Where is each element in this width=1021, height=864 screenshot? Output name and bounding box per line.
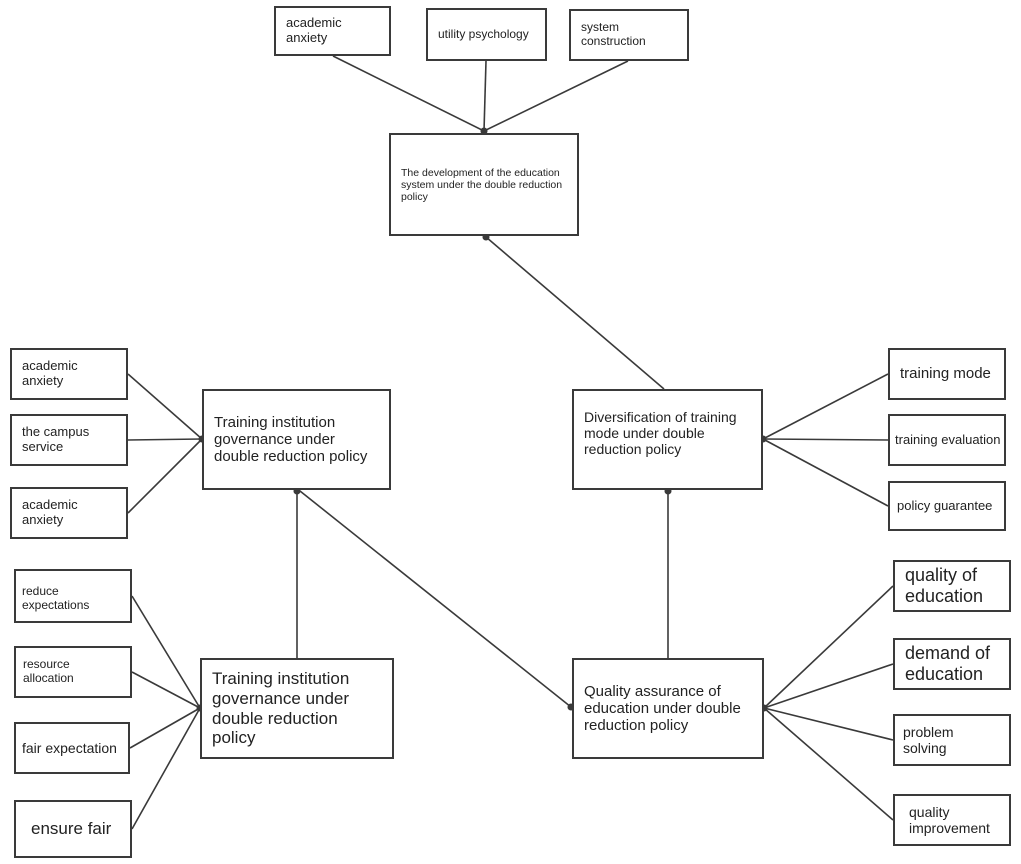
node-education-system-development: The development of the education system … [389, 133, 579, 236]
topic-training-evaluation: training evaluation [888, 414, 1006, 466]
topic-label: ensure fair [31, 819, 112, 839]
node-training-institution-governance-lower: Training institution governance under do… [200, 658, 394, 759]
node-quality-assurance-of-education: Quality assurance of education under dou… [572, 658, 764, 759]
link-system-construction-to-development [480, 60, 629, 135]
link-demand-of-education-to-quality-assurance [763, 663, 894, 709]
topic-label: training mode [900, 365, 991, 383]
topic-label: academic anxiety [286, 15, 342, 45]
topic-resource-allocation: resource allocation [14, 646, 132, 698]
topic-quality-of-education: quality of education [893, 560, 1011, 612]
link-academic-anxiety-to-development [332, 55, 485, 132]
node-diversification-of-training-mode: Diversification of training mode under d… [572, 389, 763, 490]
node-label: Training institution governance under do… [214, 413, 368, 466]
topic-system-construction: system construction [569, 9, 689, 61]
link-governance-1-to-quality-assurance [299, 490, 575, 711]
topic-utility-psychology: utility psychology [426, 8, 547, 61]
topic-academic-anxiety-top: academic anxiety [274, 6, 391, 56]
link-diversification-to-development [482, 233, 665, 390]
node-label: The development of the education system … [401, 167, 563, 204]
topic-training-mode: training mode [888, 348, 1006, 400]
topic-reduce-expectations: reduce expectations [14, 569, 132, 623]
topic-academic-anxiety-left-1: academic anxiety [10, 348, 128, 400]
node-training-institution-governance-upper: Training institution governance under do… [202, 389, 391, 490]
link-campus-to-governance-1 [127, 438, 203, 441]
link-anxiety2-to-governance-1 [127, 435, 206, 514]
topic-label: policy guarantee [897, 497, 993, 513]
link-ensure-fair-to-governance-2 [131, 704, 204, 830]
link-reduce-expectations-to-governance-2 [131, 595, 201, 709]
node-label: Quality assurance of education under dou… [584, 682, 741, 735]
topic-academic-anxiety-left-2: academic anxiety [10, 487, 128, 539]
link-training-evaluation-to-diversification [762, 438, 889, 441]
link-policy-guarantee-to-diversification [759, 435, 889, 507]
topic-label: the campus service [22, 424, 90, 454]
topic-label: demand of education [905, 643, 991, 684]
topic-label: system construction [581, 20, 646, 48]
topic-policy-guarantee: policy guarantee [888, 481, 1006, 531]
node-label: Diversification of training mode under d… [584, 409, 737, 458]
node-label: Training institution governance under do… [212, 669, 350, 748]
link-utility-psychology-to-development [483, 60, 487, 132]
topic-problem-solving: problem solving [893, 714, 1011, 766]
link-fair-expectation-to-governance-2 [129, 707, 201, 749]
topic-label: quality improvement [909, 803, 990, 836]
topic-label: quality of education [905, 565, 984, 606]
link-quality-improvement-to-quality-assurance [760, 704, 894, 821]
topic-ensure-fair: ensure fair [14, 800, 132, 858]
topic-label: problem solving [903, 723, 954, 756]
topic-label: academic anxiety [22, 358, 78, 388]
link-problem-solving-to-quality-assurance [763, 707, 894, 741]
topic-demand-of-education: demand of education [893, 638, 1011, 690]
link-quality-of-education-to-quality-assurance [763, 585, 894, 709]
topic-fair-expectation: fair expectation [14, 722, 130, 774]
topic-label: resource allocation [23, 657, 74, 685]
link-anxiety1-to-governance-1 [127, 373, 203, 440]
topic-campus-service: the campus service [10, 414, 128, 466]
topic-label: fair expectation [22, 739, 117, 756]
topic-label: training evaluation [895, 431, 1001, 447]
topic-label: academic anxiety [22, 497, 78, 527]
link-training-mode-to-diversification [762, 373, 889, 440]
topic-label: utility psychology [438, 26, 529, 41]
topic-quality-improvement: quality improvement [893, 794, 1011, 846]
topic-label: reduce expectations [22, 584, 90, 612]
link-resource-allocation-to-governance-2 [131, 671, 201, 709]
